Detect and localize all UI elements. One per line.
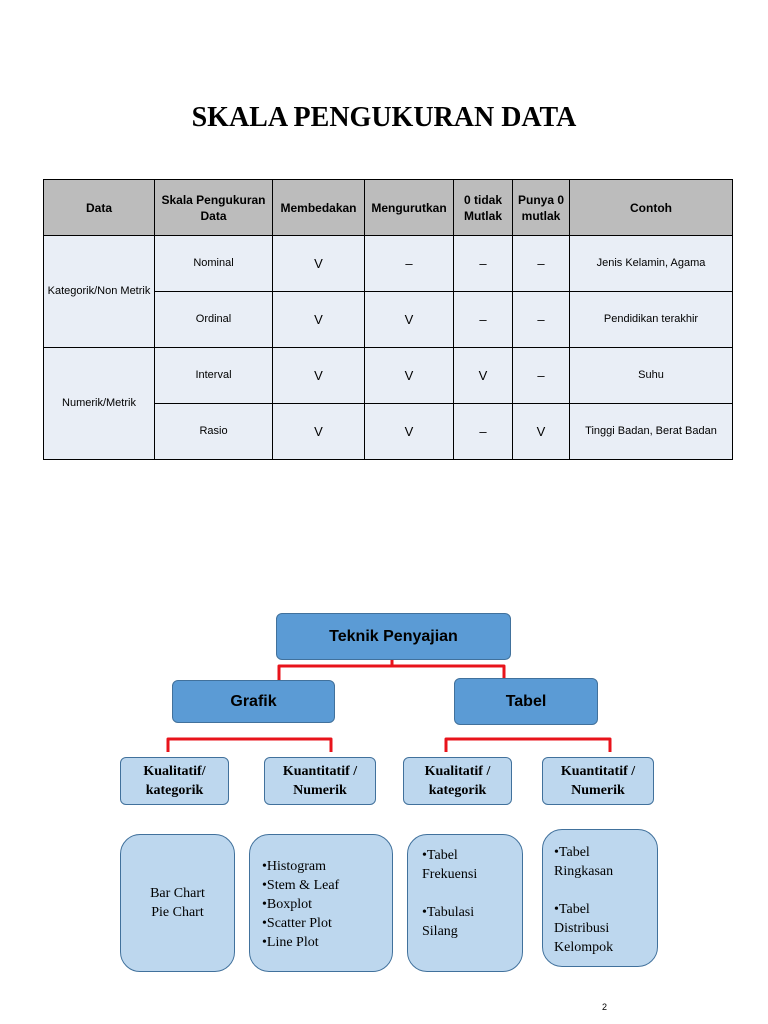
header-nol-tidak-mutlak: 0 tidak Mutlak [453, 179, 513, 236]
node-tabel: Tabel [454, 678, 598, 725]
header-data: Data [43, 179, 155, 236]
node-grafik: Grafik [172, 680, 335, 723]
contoh-cell: Pendidikan terakhir [569, 291, 733, 348]
node-teknik-penyajian: Teknik Penyajian [276, 613, 511, 660]
nol-tidak-mutlak-cell: – [453, 403, 513, 460]
table-row: Rasio V V – V Tinggi Badan, Berat Badan [44, 403, 733, 460]
mengurutkan-cell: V [364, 347, 454, 404]
table-row: Numerik/Metrik Interval V V V – Suhu [43, 347, 733, 460]
mengurutkan-cell: – [364, 235, 454, 292]
punya-nol-mutlak-cell: V [512, 403, 570, 460]
contoh-cell: Tinggi Badan, Berat Badan [569, 403, 733, 460]
table-header-row: Data Skala Pengukuran Data Membedakan Me… [43, 179, 733, 236]
punya-nol-mutlak-cell: – [512, 291, 570, 348]
list-item: •Tabulasi Silang [422, 905, 475, 939]
card-tabel-kuantitatif: •Tabel Ringkasan •Tabel Distribusi Kelom… [542, 829, 658, 967]
membedakan-cell: V [272, 235, 365, 292]
list-item: •Scatter Plot [262, 916, 332, 931]
connector-grafik [166, 737, 333, 752]
card-grafik-kuantitatif: •Histogram •Stem & Leaf •Boxplot •Scatte… [249, 834, 393, 972]
header-mengurutkan: Mengurutkan [364, 179, 454, 236]
membedakan-cell: V [272, 403, 365, 460]
node-tabel-kualitatif: Kualitatif / kategorik [403, 757, 512, 805]
header-contoh: Contoh [569, 179, 733, 236]
card-grafik-kualitatif: Bar Chart Pie Chart [120, 834, 235, 972]
list-item: •Tabel Distribusi Kelompok [554, 902, 614, 955]
punya-nol-mutlak-cell: – [512, 347, 570, 404]
list-item: •Boxplot [262, 897, 313, 912]
punya-nol-mutlak-cell: – [512, 235, 570, 292]
page-title: SKALA PENGUKURAN DATA [191, 102, 577, 133]
group-cell-numerik: Numerik/Metrik [43, 347, 155, 460]
table-row: Ordinal V V – – Pendidikan terakhir [44, 291, 733, 348]
node-grafik-kualitatif: Kualitatif/ kategorik [120, 757, 229, 805]
header-membedakan: Membedakan [272, 179, 365, 236]
node-tabel-kuantitatif: Kuantitatif / Numerik [542, 757, 654, 805]
list-item: Bar Chart [150, 886, 205, 901]
list-item: •Tabel Ringkasan [554, 845, 614, 879]
membedakan-cell: V [272, 291, 365, 348]
list-item: •Stem & Leaf [262, 878, 340, 893]
list-item: •Line Plot [262, 935, 319, 950]
membedakan-cell: V [272, 347, 365, 404]
nol-tidak-mutlak-cell: – [453, 291, 513, 348]
connector-tabel [444, 737, 612, 752]
header-skala: Skala Pengukuran Data [154, 179, 273, 236]
contoh-cell: Suhu [569, 347, 733, 404]
measurement-scale-table: Data Skala Pengukuran Data Membedakan Me… [43, 179, 733, 460]
node-grafik-kuantitatif: Kuantitatif / Numerik [264, 757, 376, 805]
list-item: Pie Chart [151, 905, 204, 920]
list-item: •Tabel Frekuensi [422, 848, 478, 882]
mengurutkan-cell: V [364, 403, 454, 460]
scale-cell: Rasio [154, 403, 273, 460]
nol-tidak-mutlak-cell: – [453, 235, 513, 292]
card-tabel-kualitatif: •Tabel Frekuensi •Tabulasi Silang [407, 834, 523, 972]
list-item: •Histogram [262, 859, 327, 874]
mengurutkan-cell: V [364, 291, 454, 348]
page-number: 2 [602, 1002, 608, 1012]
header-punya-nol-mutlak: Punya 0 mutlak [512, 179, 570, 236]
nol-tidak-mutlak-cell: V [453, 347, 513, 404]
